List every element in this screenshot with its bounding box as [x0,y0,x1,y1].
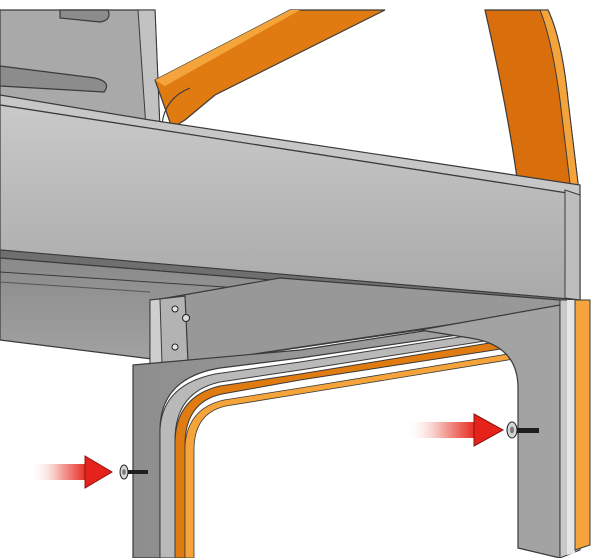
bracket-screw-bottom [171,343,179,351]
side-leg-right [419,299,591,558]
corner-bracket [149,295,190,367]
bolt-left [119,464,148,480]
insert-arrow-right [405,413,505,447]
panel-slot-upper [0,65,108,93]
bracket-screw-side [182,314,190,322]
bolt-right [506,421,539,439]
panel-slot-top [59,9,110,23]
insert-arrow-left [30,455,113,489]
bracket-screw-top [171,305,179,313]
